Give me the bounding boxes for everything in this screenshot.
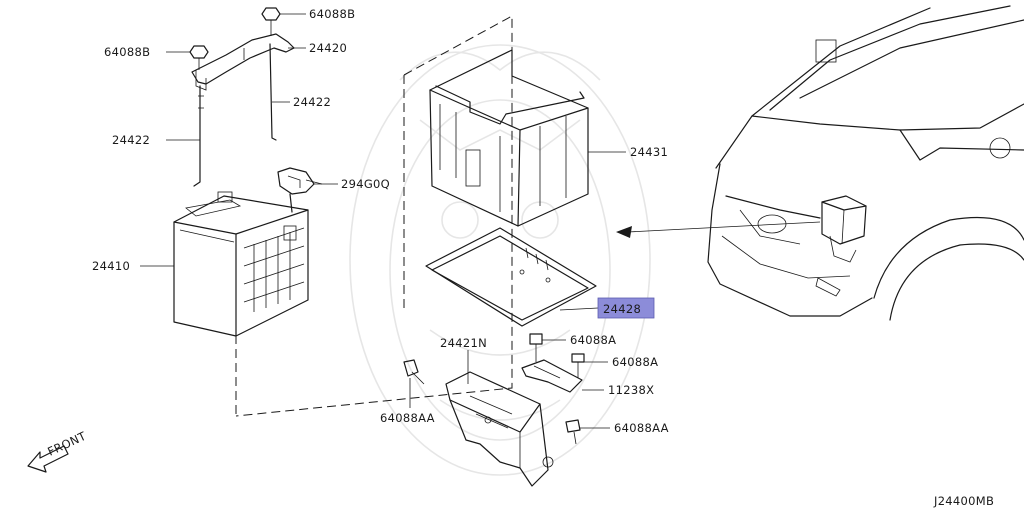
label-clip: 11238X [608, 383, 654, 397]
bolt-a1 [529, 333, 543, 362]
label-bolt-a1: 64088A [570, 333, 616, 347]
bolt-a2 [571, 353, 585, 378]
label-bracket: 24421N [440, 336, 487, 350]
battery [173, 191, 309, 337]
label-tray[interactable]: 24428 [603, 302, 641, 316]
diagram-code: J24400MB [933, 494, 994, 508]
label-battery: 24410 [92, 259, 130, 273]
assembly-outline [235, 15, 513, 417]
label-nut-left: 64088B [104, 45, 150, 59]
label-hold-frame: 24420 [309, 41, 347, 55]
leader-lines [140, 13, 626, 429]
battery-bracket [445, 371, 554, 487]
label-rod-right: 24422 [293, 95, 331, 109]
bolt-aa-left [403, 359, 425, 385]
battery-hold-frame [191, 33, 295, 187]
label-nut-top: 64088B [309, 7, 355, 21]
label-bolt-a2: 64088A [612, 355, 658, 369]
vehicle-battery-location [821, 195, 867, 263]
bolt-aa-right [565, 419, 581, 445]
label-bolt-aa-right: 64088AA [614, 421, 669, 435]
terminal-clamp [277, 167, 323, 213]
nut-top [261, 7, 281, 36]
nut-left [189, 45, 209, 70]
label-cover: 24431 [630, 145, 668, 159]
battery-tray [425, 227, 597, 327]
clip-bracket [521, 359, 583, 393]
vehicle-illustration [707, 5, 1024, 321]
battery-cover [429, 49, 589, 227]
location-arrow [616, 221, 821, 238]
label-bolt-aa-left: 64088AA [380, 411, 435, 425]
front-indicator [27, 445, 69, 473]
label-rod-left: 24422 [112, 133, 150, 147]
label-terminal: 294G0Q [341, 177, 390, 191]
tray-highlight [597, 297, 655, 319]
